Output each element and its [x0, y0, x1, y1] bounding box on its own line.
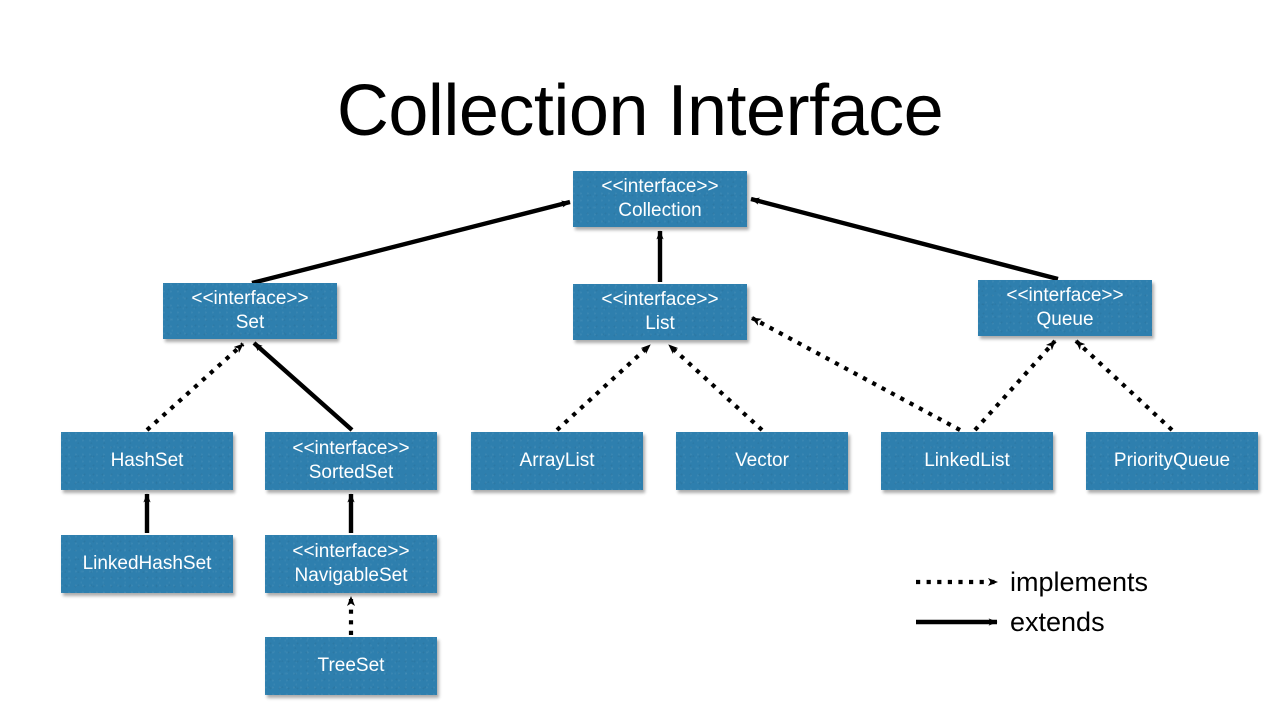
- node-label: Collection: [618, 200, 702, 221]
- node-label: PriorityQueue: [1113, 450, 1231, 471]
- node-queue[interactable]: <<interface>> Queue: [978, 280, 1152, 336]
- edge-hashset-implements-set: [145, 342, 245, 432]
- node-set[interactable]: <<interface>> Set: [163, 283, 337, 339]
- node-label: List: [645, 313, 675, 334]
- node-sortedset[interactable]: <<interface>> SortedSet: [265, 432, 437, 490]
- node-stereotype: <<interface>>: [292, 541, 410, 562]
- node-navigableset[interactable]: <<interface>> NavigableSet: [265, 535, 437, 593]
- node-vector[interactable]: Vector: [676, 432, 848, 490]
- edge-priorityqueue-implements-queue: [1074, 339, 1174, 432]
- node-linkedhashset[interactable]: LinkedHashSet: [61, 535, 233, 593]
- node-label: HashSet: [110, 450, 184, 471]
- edge-linkedlist-implements-list: [751, 316, 961, 432]
- edge-queue-extends-collection: [750, 196, 1059, 282]
- node-treeset[interactable]: TreeSet: [265, 637, 437, 695]
- node-label: ArrayList: [519, 450, 595, 471]
- page-title: Collection Interface: [336, 71, 944, 151]
- edge-arraylist-implements-list: [555, 343, 652, 432]
- node-label: TreeSet: [317, 655, 385, 676]
- node-stereotype: <<interface>>: [292, 438, 410, 459]
- node-collection[interactable]: <<interface>> Collection: [573, 171, 747, 227]
- legend-label-extends: extends: [1010, 607, 1105, 637]
- edge-vector-implements-list: [667, 343, 764, 432]
- node-label: LinkedList: [924, 450, 1010, 471]
- node-label: Set: [235, 312, 265, 333]
- node-label: LinkedHashSet: [82, 553, 212, 574]
- node-stereotype: <<interface>>: [1006, 285, 1124, 306]
- node-label: SortedSet: [308, 462, 394, 483]
- node-hashset[interactable]: HashSet: [61, 432, 233, 490]
- node-label: Vector: [735, 450, 789, 471]
- node-label: NavigableSet: [294, 565, 408, 586]
- node-stereotype: <<interface>>: [601, 176, 719, 197]
- edge-linkedlist-implements-queue: [973, 339, 1057, 432]
- node-list[interactable]: <<interface>> List: [573, 284, 747, 340]
- node-stereotype: <<interface>>: [191, 288, 309, 309]
- edge-sortedset-extends-set: [252, 341, 354, 432]
- node-label: Queue: [1036, 309, 1094, 330]
- node-priorityqueue[interactable]: PriorityQueue: [1086, 432, 1258, 490]
- node-stereotype: <<interface>>: [601, 289, 719, 310]
- node-linkedlist[interactable]: LinkedList: [881, 432, 1053, 490]
- node-arraylist[interactable]: ArrayList: [471, 432, 643, 490]
- legend-label-implements: implements: [1010, 567, 1149, 597]
- edge-set-extends-collection: [251, 199, 571, 286]
